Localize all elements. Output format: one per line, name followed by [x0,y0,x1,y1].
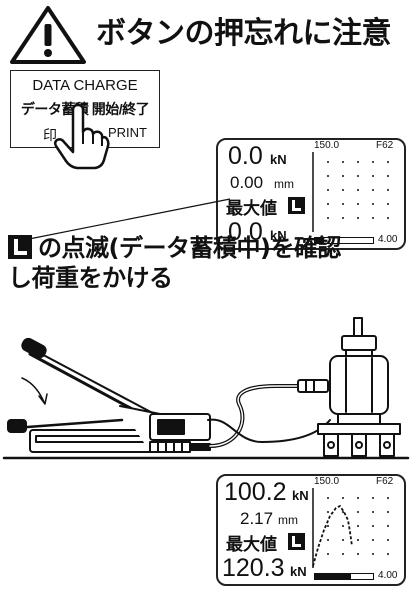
displacement-unit: mm [278,513,298,527]
data-charge-label: DATA CHARGE [32,77,138,94]
graph-end-value: 4.00 [378,234,398,245]
load-value: 100.2 [224,478,287,506]
load-unit: kN [292,488,309,503]
hydraulic-pump-and-jack-illustration [2,317,410,460]
caption: の点滅(データ蓄積中)を確認 し荷重をかける [8,233,341,293]
max-unit: kN [270,228,287,243]
data-charge-jp-label: データ蓄積 開始/終了 [20,101,150,117]
graph-area [312,152,389,232]
file-number: F62 [376,140,394,151]
progress-bar [314,237,374,244]
print-label: PRINT [108,125,147,140]
graph-area [312,488,389,568]
max-value: 0.0 [228,218,263,246]
lcd-display-bottom: 100.2 kN 2.17 mm 最大値 120.3 kN 150.0 F62 … [216,474,406,586]
leader-line [23,198,231,241]
progress-bar [314,573,374,580]
file-number: F62 [376,476,394,487]
graph-end-value: 4.00 [378,570,398,581]
max-value-label: 最大値 [226,199,277,218]
max-value: 120.3 [222,554,285,582]
displacement-unit: mm [274,177,294,191]
load-value: 0.0 [228,142,263,170]
pointing-hand-icon [53,104,110,170]
displacement-value: 0.00 [230,173,264,192]
max-value-label: 最大値 [226,535,277,554]
load-unit: kN [270,152,287,167]
max-unit: kN [290,564,307,579]
warning-triangle-icon [10,6,86,64]
graph-top-value: 150.0 [314,140,340,151]
displacement-value: 2.17 [240,509,274,528]
progress-fill [315,574,351,579]
caption-line2: し荷重をかける [8,264,173,292]
progress-fill [315,238,324,243]
load-curve [312,504,353,567]
graph-top-value: 150.0 [314,476,340,487]
l-blink-indicator-icon [288,533,305,550]
lcd-display-top: 0.0 kN 0.00 mm 最大値 0.0 kN 150.0 F62 4.00 [216,138,406,250]
caption-line1: の点滅(データ蓄積中)を確認 [38,234,341,262]
warning-title: ボタンの押忘れに注意 [96,16,392,51]
print-jp-label: 印 [43,127,57,143]
l-blink-indicator-icon [288,197,305,214]
l-blink-indicator-icon [8,235,32,259]
